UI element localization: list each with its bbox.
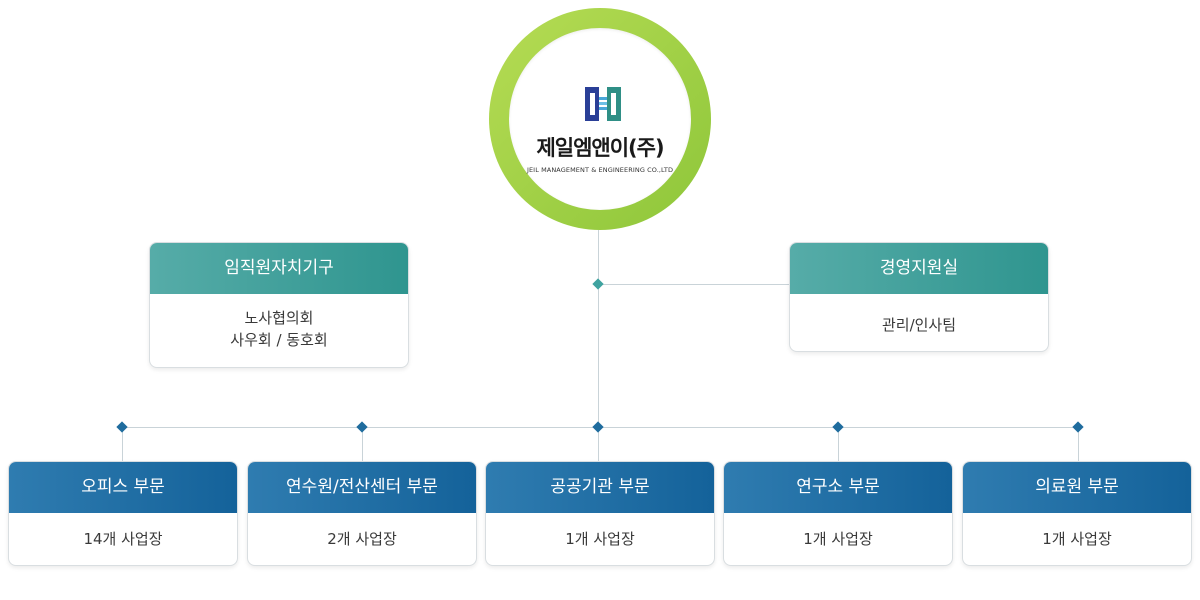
division-node-diamond-1 <box>116 421 128 433</box>
division-node-diamond-4 <box>832 421 844 433</box>
employee-council-card: 임직원자치기구 노사협의회 사우회 / 동호회 <box>149 242 409 368</box>
management-support-item-1: 관리/인사팀 <box>881 316 957 334</box>
support-junction-diamond <box>592 278 604 290</box>
company-logo-badge: 제일엠앤이(주) JEIL MANAGEMENT & ENGINEERING C… <box>509 28 691 210</box>
division-drop-2 <box>362 427 363 461</box>
division-node-diamond-2 <box>356 421 368 433</box>
management-support-title: 경영지원실 <box>790 243 1048 294</box>
division-card-office: 오피스 부문 14개 사업장 <box>8 461 238 566</box>
division-detail: 1개 사업장 <box>565 530 635 548</box>
division-title: 공공기관 부문 <box>486 462 714 513</box>
division-node-diamond-5 <box>1072 421 1084 433</box>
employee-council-item-1: 노사협의회 <box>244 309 314 327</box>
division-drop-4 <box>838 427 839 461</box>
division-title: 연구소 부문 <box>724 462 952 513</box>
division-card-training-center: 연수원/전산센터 부문 2개 사업장 <box>247 461 477 566</box>
division-card-medical-center: 의료원 부문 1개 사업장 <box>962 461 1192 566</box>
division-drop-3 <box>598 427 599 461</box>
company-name-english: JEIL MANAGEMENT & ENGINEERING CO.,LTD <box>526 166 674 174</box>
jeil-logo-icon <box>585 87 621 121</box>
management-support-card: 경영지원실 관리/인사팀 <box>789 242 1049 352</box>
employee-council-item-2: 사우회 / 동호회 <box>230 331 328 349</box>
company-name: 제일엠앤이(주) <box>536 136 664 160</box>
division-drop-5 <box>1078 427 1079 461</box>
division-title: 의료원 부문 <box>963 462 1191 513</box>
division-detail: 1개 사업장 <box>1042 530 1112 548</box>
division-detail: 1개 사업장 <box>803 530 873 548</box>
division-card-research-institute: 연구소 부문 1개 사업장 <box>723 461 953 566</box>
company-logo-ring: 제일엠앤이(주) JEIL MANAGEMENT & ENGINEERING C… <box>489 8 711 230</box>
employee-council-title: 임직원자치기구 <box>150 243 408 294</box>
support-branch-line <box>598 284 790 285</box>
division-title: 오피스 부문 <box>9 462 237 513</box>
division-drop-1 <box>122 427 123 461</box>
division-node-diamond-3 <box>592 421 604 433</box>
division-detail: 2개 사업장 <box>327 530 397 548</box>
trunk-line <box>598 230 599 428</box>
division-card-public-institution: 공공기관 부문 1개 사업장 <box>485 461 715 566</box>
division-title: 연수원/전산센터 부문 <box>248 462 476 513</box>
division-detail: 14개 사업장 <box>83 530 163 548</box>
